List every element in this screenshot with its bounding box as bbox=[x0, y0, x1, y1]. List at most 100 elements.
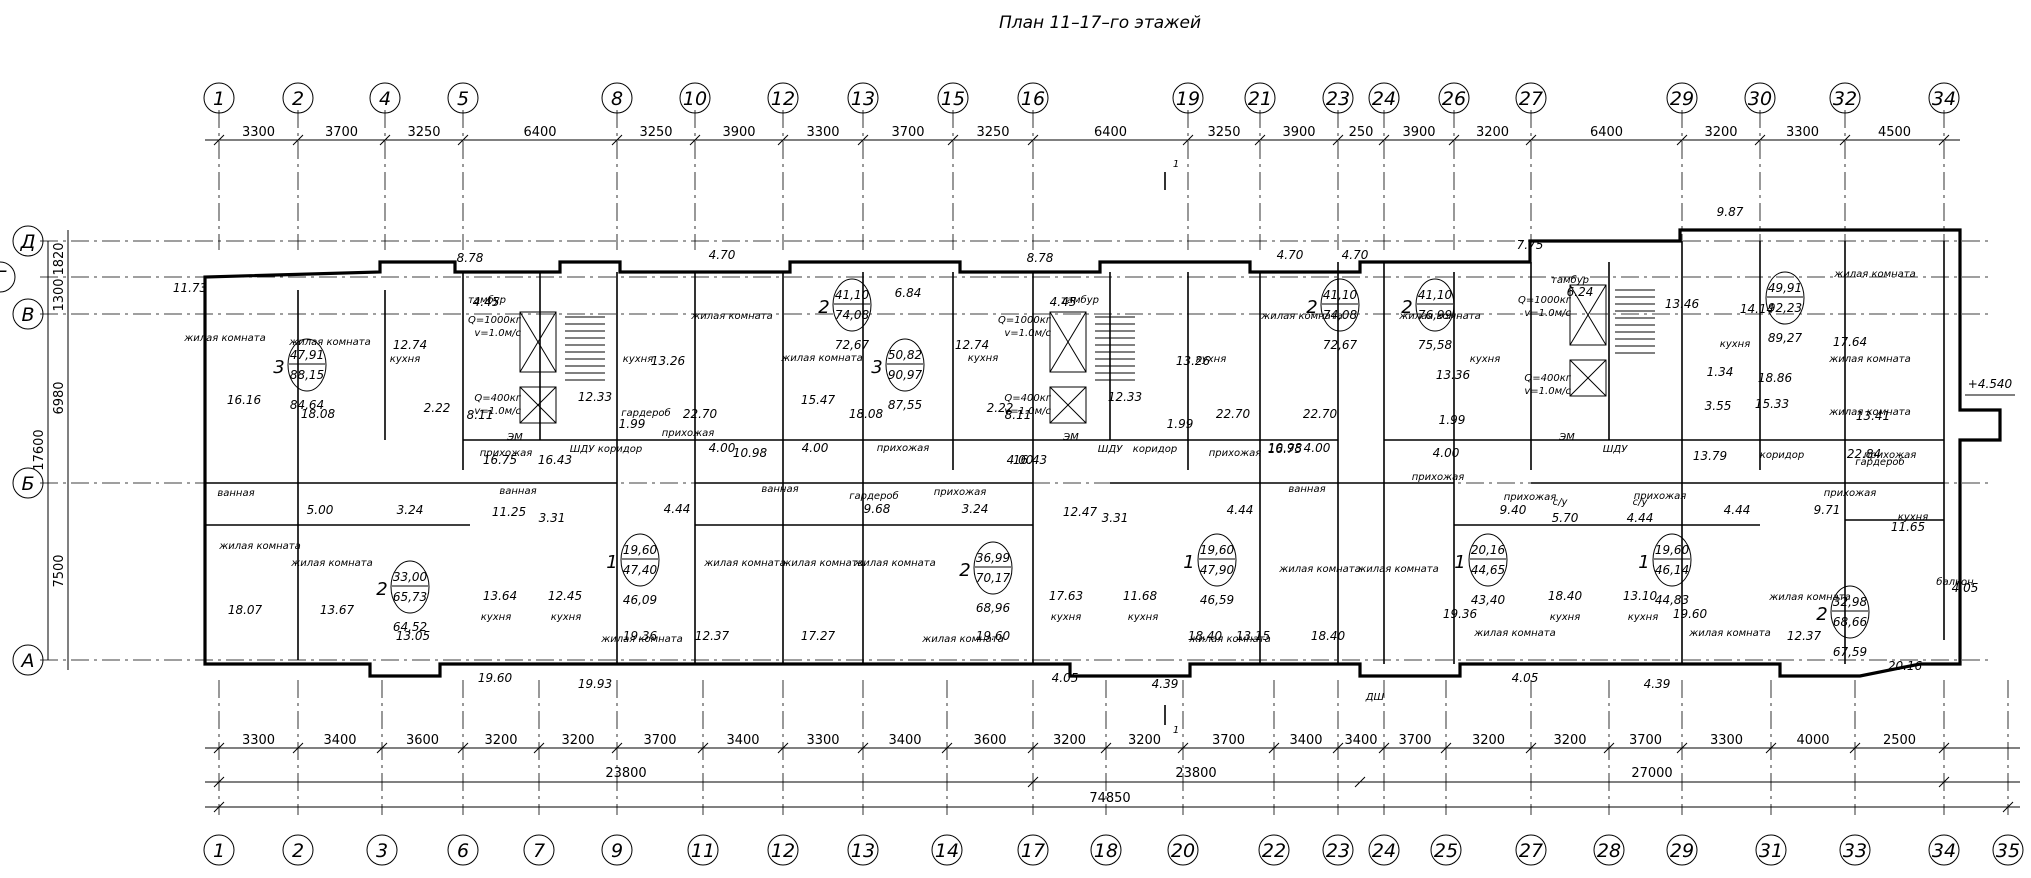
axis-marker-circle bbox=[1244, 82, 1276, 114]
room-area-value: 22.70 bbox=[683, 407, 718, 421]
room-name-su: с/у bbox=[1553, 497, 1569, 508]
apartment-total-area: 90,97 bbox=[888, 368, 923, 382]
apartment-room-count: 2 bbox=[1306, 297, 1317, 318]
room-area-value: 4.45 bbox=[473, 295, 500, 309]
room-name-living: жилая комната bbox=[1188, 634, 1271, 645]
room-name-kitchen: кухня bbox=[623, 354, 653, 365]
apartment-area-ellipse bbox=[620, 533, 660, 587]
dim-tick bbox=[1332, 742, 1344, 754]
apartment-area-no-balcony: 44,83 bbox=[1655, 593, 1689, 607]
axis-label-bottom: 23 bbox=[1326, 840, 1350, 862]
room-name-su: с/у bbox=[1633, 497, 1649, 508]
axis-label-top: 1 bbox=[213, 88, 225, 110]
dim-tick bbox=[1938, 776, 1950, 788]
room-area-value: 6.24 bbox=[1567, 285, 1594, 299]
axis-marker-circle bbox=[366, 834, 398, 866]
axis-marker-circle bbox=[1258, 834, 1290, 866]
axis-marker-circle bbox=[1515, 834, 1547, 866]
room-name-wardrobe: гардероб bbox=[849, 490, 898, 502]
axis-label-bottom: 28 bbox=[1597, 840, 1621, 862]
room-name-kitchen: кухня bbox=[968, 353, 998, 364]
room-area-value: 10.98 bbox=[1268, 441, 1303, 455]
room-area-value: 18.40 bbox=[1188, 629, 1223, 643]
dim-tick bbox=[1676, 134, 1688, 146]
room-name-hall: прихожая bbox=[480, 448, 533, 459]
dim-tick bbox=[533, 742, 545, 754]
axis-marker-circle bbox=[203, 834, 235, 866]
dim-value-top: 250 bbox=[1349, 125, 1374, 140]
dim-section-3: 27000 bbox=[1631, 766, 1672, 781]
room-name-hall: прихожая bbox=[662, 428, 715, 439]
axis-marker-circle bbox=[767, 834, 799, 866]
apartment-area-ellipse bbox=[1468, 533, 1508, 587]
axis-label-bottom: 22 bbox=[1262, 840, 1286, 862]
axis-marker-circle bbox=[12, 298, 44, 330]
room-name-living: жилая комната bbox=[600, 634, 683, 645]
room-area-value: 13.46 bbox=[1665, 297, 1700, 311]
axis-label-bottom: 6 bbox=[457, 840, 469, 862]
dim-tick bbox=[1839, 134, 1851, 146]
room-name-corridor: коридор bbox=[598, 444, 642, 455]
room-name-living: жилая комната bbox=[290, 558, 373, 569]
room-area-value: 3.55 bbox=[1705, 399, 1732, 413]
axis-label-top: 34 bbox=[1932, 88, 1956, 110]
room-area-value: 6.84 bbox=[895, 286, 922, 300]
axis-marker-circle bbox=[601, 834, 633, 866]
dim-tick bbox=[1448, 134, 1460, 146]
room-area-value: 8.11 bbox=[1005, 408, 1032, 422]
room-area-value: 19.60 bbox=[1673, 607, 1708, 621]
axis-label-bottom: 25 bbox=[1434, 840, 1458, 862]
apartment-living-area: 19,60 bbox=[1200, 543, 1235, 557]
axis-label-left: Д bbox=[20, 231, 36, 253]
dim-value-top: 6400 bbox=[523, 125, 556, 140]
dim-value-top: 3900 bbox=[722, 125, 755, 140]
axis-label-bottom: 11 bbox=[691, 840, 715, 862]
axis-label-bottom: 18 bbox=[1094, 840, 1118, 862]
room-area-value: 12.33 bbox=[578, 390, 612, 404]
axis-label-top: 21 bbox=[1248, 88, 1272, 110]
room-area-value: 11.25 bbox=[492, 505, 526, 519]
room-area-value: 4.44 bbox=[1627, 511, 1654, 525]
room-area-value: 20.16 bbox=[1888, 659, 1923, 673]
room-name-tambour: тамбур bbox=[468, 294, 506, 306]
axis-label-top: 13 bbox=[851, 88, 875, 110]
room-area-value: 12.74 bbox=[955, 338, 989, 352]
dim-value-bottom: 3200 bbox=[1553, 733, 1586, 748]
apartment-area-ellipse bbox=[832, 278, 872, 332]
dim-value-left: 17600 bbox=[32, 429, 47, 470]
axis-marker-circle bbox=[1755, 834, 1787, 866]
dim-tick bbox=[611, 134, 623, 146]
apartment-room-count: 2 bbox=[1401, 297, 1412, 318]
room-name-hall: прихожая bbox=[1412, 472, 1465, 483]
axis-label-top: 23 bbox=[1326, 88, 1350, 110]
dim-tick bbox=[1378, 742, 1390, 754]
dim-value-top: 3250 bbox=[1207, 125, 1240, 140]
room-name-kitchen: кухня bbox=[1720, 339, 1750, 350]
room-area-value: 18.86 bbox=[1758, 371, 1793, 385]
elevator-shaft-small bbox=[1049, 386, 1087, 424]
dim-tick bbox=[1525, 742, 1537, 754]
axis-marker-circle bbox=[1167, 834, 1199, 866]
dim-value-top: 3700 bbox=[325, 125, 358, 140]
dim-tick bbox=[1182, 134, 1194, 146]
room-area-value: 14.14 bbox=[1740, 302, 1774, 316]
axis-marker-circle bbox=[12, 467, 44, 499]
room-area-value: 12.33 bbox=[1108, 390, 1142, 404]
axis-marker-circle bbox=[931, 834, 963, 866]
room-name-kitchen: кухня bbox=[1196, 354, 1226, 365]
dim-tick bbox=[1100, 742, 1112, 754]
room-name-living: жилая комната bbox=[1473, 628, 1556, 639]
room-area-value: 12.37 bbox=[1787, 629, 1822, 643]
axis-marker-circle bbox=[282, 834, 314, 866]
room-area-value: 11.73 bbox=[173, 281, 207, 295]
axis-label-top: 30 bbox=[1748, 88, 1772, 110]
dim-tick bbox=[777, 742, 789, 754]
elevator-capacity-small: Q=400кг bbox=[474, 393, 521, 404]
dim-value-bottom: 3400 bbox=[1344, 733, 1377, 748]
room-name-em: ЭМ bbox=[1558, 432, 1575, 443]
dim-tick bbox=[1378, 134, 1390, 146]
axis-label-top: 5 bbox=[457, 88, 469, 110]
dim-tick bbox=[1268, 742, 1280, 754]
apartment-area-no-balcony: 46,59 bbox=[1200, 593, 1234, 607]
room-area-value: 3.24 bbox=[397, 503, 424, 517]
